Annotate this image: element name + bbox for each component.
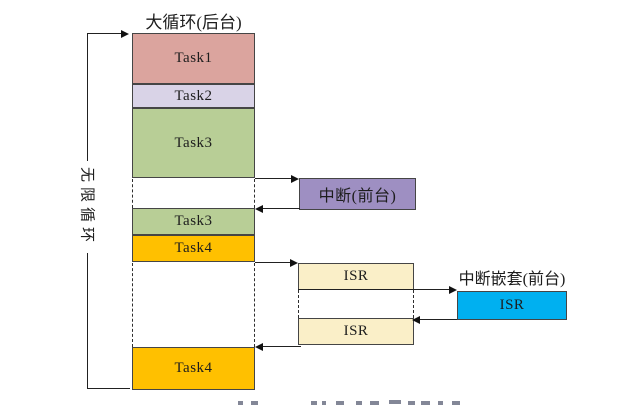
isr-gap-right-dashed-line [412,290,414,318]
isr-label: ISR [343,323,369,339]
arrow-isr-return-to-task4-line [262,345,301,347]
isr-block-second: ISR [298,318,414,345]
isr-block-first: ISR [298,263,414,290]
caption-cutoff-fragment [251,401,258,405]
caption-cutoff-fragment [438,401,443,405]
isr-label: ISR [499,297,525,313]
caption-cutoff-fragment [311,401,317,405]
caption-cutoff-fragment [389,400,401,404]
caption-cutoff-fragment [356,401,362,405]
task-label: Task1 [174,50,213,66]
task-label: Task4 [174,360,213,376]
interrupt-label: 中断(前台) [318,188,397,205]
caption-cutoff-fragment [238,401,243,405]
gap2-right-dashed-line [253,263,255,347]
task-block-task3-resumed: Task3 [132,208,255,235]
loop-bottom-line [87,388,130,389]
arrow-nested-isr-return-head-icon [412,315,420,324]
task-block-task4-resumed: Task4 [132,347,255,390]
nested-isr-block: ISR [457,291,567,320]
arrow-interrupt-return-head-icon [255,204,263,213]
arrow-task4-to-isr-line [255,261,292,263]
task-block-task4: Task4 [132,235,255,262]
task-label: Task3 [174,134,213,151]
task-block-task2: Task2 [132,84,255,108]
arrow-isr-return-to-task4-head-icon [255,342,263,351]
arrow-nested-isr-return-line [420,318,457,320]
gap1-left-dashed-line [132,179,133,208]
infinite-loop-label: 无限循环 [75,160,101,254]
arrow-task3-to-interrupt-line [255,177,292,179]
caption-cutoff-fragment [336,401,344,405]
caption-cutoff-fragment [322,401,326,405]
caption-cutoff-fragment [421,401,430,405]
gap2-left-dashed-line [132,263,133,347]
nested-interrupt-title: 中断嵌套(前台) [458,271,566,288]
isr-gap-left-dashed-line [298,290,299,318]
background-loop-title: 大循环(后台) [145,13,242,32]
caption-cutoff-fragment [452,401,460,405]
task-label: Task3 [174,213,213,229]
arrow-task3-to-interrupt-head-icon [291,174,299,183]
loop-top-line [87,32,121,34]
interrupt-block: 中断(前台) [299,178,416,210]
arrow-task4-to-isr-head-icon [290,258,298,267]
isr-label: ISR [343,268,369,284]
arrow-isr-to-nested-isr-line [298,288,449,290]
caption-cutoff-fragment [370,401,379,405]
loop-top-arrowhead-icon [121,29,129,38]
task-block-task3: Task3 [132,108,255,178]
caption-cutoff-fragment [408,401,415,405]
gap1-right-dashed-line [253,179,255,208]
task-label: Task4 [174,240,213,256]
arrow-interrupt-return-line [263,207,300,209]
task-label: Task2 [174,87,213,104]
task-block-task1: Task1 [132,33,255,84]
arrow-isr-to-nested-isr-head-icon [449,285,457,294]
